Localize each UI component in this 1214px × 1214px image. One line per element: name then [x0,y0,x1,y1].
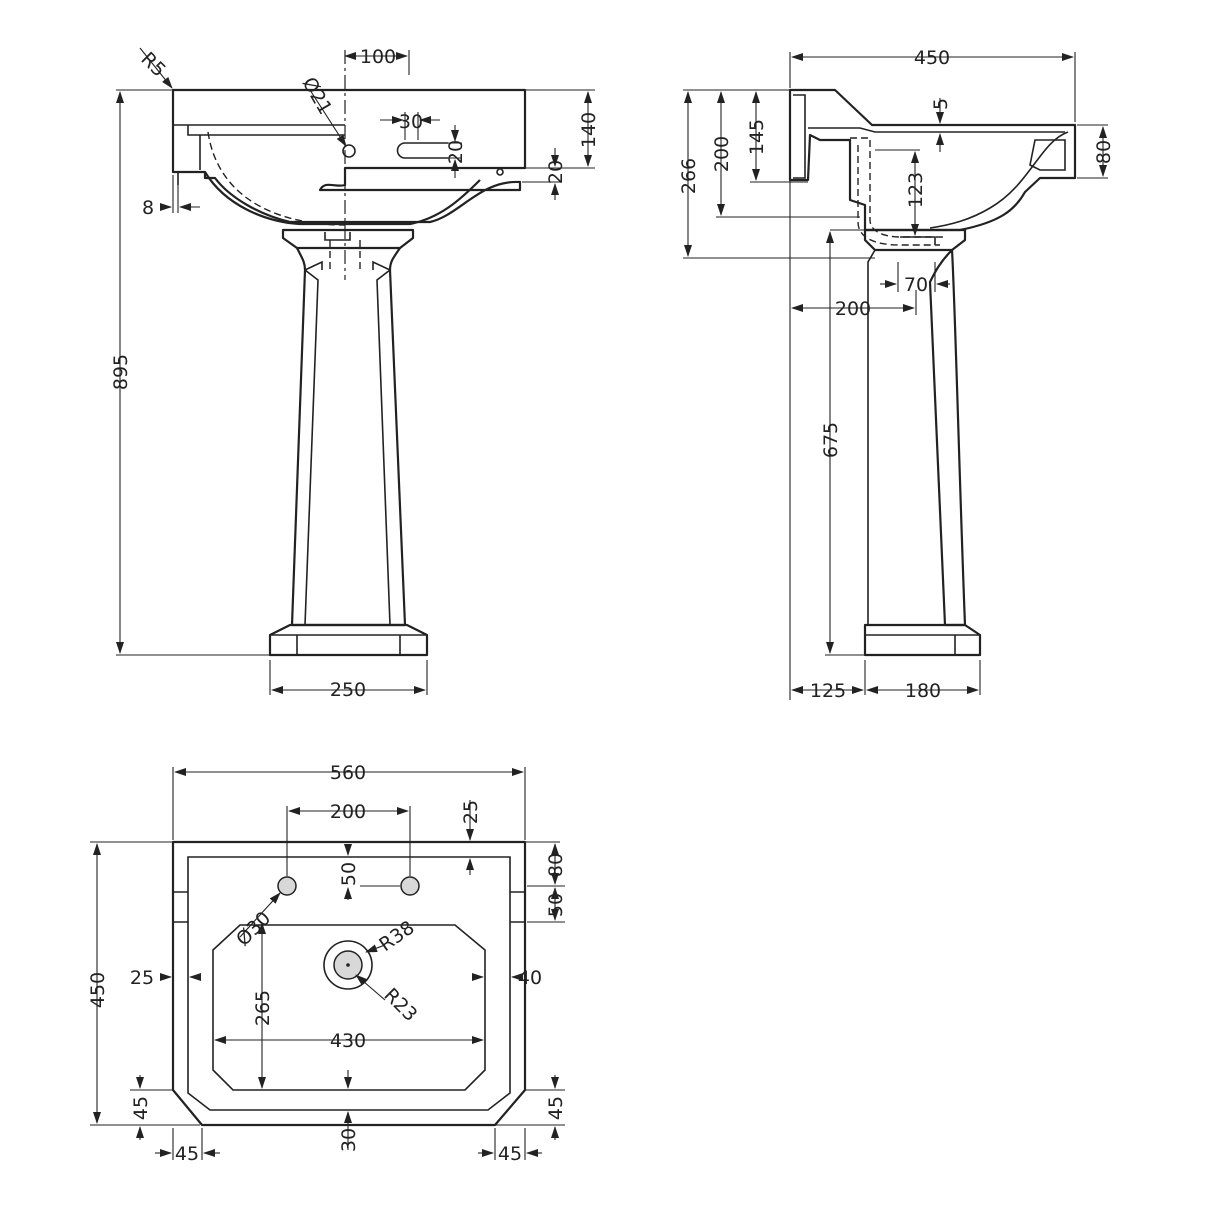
front-basin-outline [171,88,527,224]
plan-dim-40: 40 [518,967,542,989]
side-dim-125: 125 [810,680,846,702]
plan-dim-25top: 25 [460,800,482,824]
plan-dim-430: 430 [330,1030,366,1052]
plan-dim-45br: 45 [498,1143,522,1165]
plan-dim-50b: 50 [545,893,567,917]
front-dim-100: 100 [360,46,396,68]
waste-outer [323,940,373,990]
plan-dim-50: 50 [338,862,360,886]
side-dim-200v: 200 [711,136,733,172]
side-dim-70: 70 [904,274,928,296]
plan-dim-80: 80 [545,853,567,877]
plan-dim-45l: 45 [130,1096,152,1120]
side-dim-5: 5 [930,98,952,110]
plan-dim-45bl: 45 [175,1143,199,1165]
plan-dim-560: 560 [330,762,366,784]
side-view: 450 5 266 200 145 80 123 70 200 675 [678,47,1115,702]
plan-dim-45r: 45 [545,1096,567,1120]
front-dim-8: 8 [142,197,154,219]
front-dim-250: 250 [330,679,366,701]
front-view: 895 250 R5 100 Ø21 30 20 140 20 [110,46,600,701]
side-dim-200h: 200 [835,298,871,320]
tap-hole-right [400,876,420,896]
front-dim-30: 30 [399,111,423,133]
side-dim-675: 675 [820,422,842,458]
front-dim-895: 895 [110,354,132,390]
front-dim-20b: 20 [545,160,567,184]
side-dim-266: 266 [678,158,700,194]
front-dim-d21: Ø21 [298,74,337,119]
side-dim-145: 145 [746,119,768,155]
plan-dim-450: 450 [87,972,109,1008]
plan-bowl [212,924,486,1091]
front-dim-r5: R5 [136,48,169,81]
side-dim-80: 80 [1093,140,1115,164]
plan-dim-265: 265 [252,990,274,1026]
plan-dim-r23: R23 [379,984,421,1026]
tap-hole-left [277,876,297,896]
plan-dim-30: 30 [338,1128,360,1152]
front-dim-20a: 20 [445,140,467,164]
front-dim-140: 140 [578,112,600,148]
side-dim-123: 123 [905,172,927,208]
plan-dim-r38: R38 [375,917,418,956]
side-pedestal [928,249,967,627]
plan-view: 560 200 25 50 80 50 Ø30 R38 R23 25 40 [87,762,567,1165]
side-dim-180: 180 [905,680,941,702]
side-dim-450: 450 [914,47,950,69]
plan-dim-25: 25 [130,967,154,989]
plan-dim-200: 200 [330,801,366,823]
plan-dim-d30: Ø30 [232,907,275,950]
